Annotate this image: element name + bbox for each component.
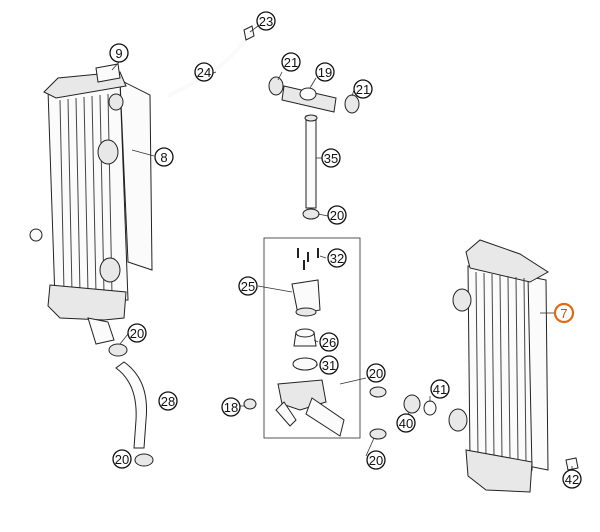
left-radiator-lower-port (99, 257, 121, 283)
callout-8: 8 (154, 147, 174, 167)
svg-text:41: 41 (433, 382, 447, 397)
callout-20-right-upper: 20 (366, 363, 386, 383)
clamp-right-upper (369, 386, 387, 398)
svg-text:20: 20 (130, 326, 144, 341)
right-radiator-bottom-tank (465, 449, 533, 493)
svg-text:20: 20 (369, 453, 383, 468)
svg-text:42: 42 (565, 472, 579, 487)
callout-23: 23 (256, 11, 276, 31)
callout-21-left: 21 (281, 52, 301, 72)
callout-24: 24 (194, 62, 214, 82)
callout-9: 9 (109, 43, 129, 63)
callout-26: 26 (319, 332, 339, 352)
clamp-pipe-bottom (302, 208, 320, 220)
pipe-35 (305, 115, 317, 209)
clamp-upper-left (108, 343, 128, 357)
right-radiator-upper-port (452, 288, 472, 312)
svg-text:8: 8 (160, 150, 167, 165)
svg-text:18: 18 (224, 400, 238, 415)
callout-7: 7 (553, 302, 575, 324)
left-radiator-filler-neck (95, 63, 121, 83)
svg-text:21: 21 (356, 82, 370, 97)
pipe-35-top (304, 114, 318, 122)
bushing-40 (403, 394, 421, 414)
svg-text:35: 35 (324, 151, 338, 166)
thermostat-cover-25 (291, 279, 321, 315)
housing-hose-a (275, 401, 297, 427)
bolt-42 (565, 457, 579, 471)
clamp-right-lower (369, 428, 387, 440)
left-radiator-bracket (119, 79, 153, 271)
hose-28 (115, 361, 148, 449)
svg-text:20: 20 (330, 208, 344, 223)
clamp-lower-left (134, 453, 154, 467)
callout-28: 28 (158, 391, 178, 411)
callout-18: 18 (221, 397, 241, 417)
callout-41: 41 (430, 379, 450, 399)
left-radiator (29, 63, 153, 345)
clamp-21-right (344, 94, 360, 114)
right-radiator-lower-port (448, 408, 468, 432)
svg-text:24: 24 (197, 65, 211, 80)
clamp-18 (243, 398, 257, 410)
callout-20-pipe: 20 (327, 205, 347, 225)
svg-text:23: 23 (259, 14, 273, 29)
right-radiator (448, 239, 549, 493)
screws-32 (297, 248, 319, 270)
svg-text:25: 25 (241, 279, 255, 294)
callout-20-right-lower: 20 (366, 450, 386, 470)
callout-25: 25 (238, 276, 258, 296)
svg-text:32: 32 (330, 251, 344, 266)
svg-text:31: 31 (322, 358, 336, 373)
callout-42: 42 (562, 469, 582, 489)
left-radiator-top-port (108, 93, 124, 111)
callout-20-left-lower: 20 (112, 449, 132, 469)
svg-text:21: 21 (284, 55, 298, 70)
washer-41 (423, 400, 437, 416)
thermostat-kit-box (263, 237, 361, 439)
callout-20-left-upper: 20 (127, 323, 147, 343)
thermostat-26-top (295, 328, 315, 338)
left-radiator-mount (29, 228, 43, 242)
svg-text:7: 7 (560, 306, 567, 321)
callout-40: 40 (396, 413, 416, 433)
right-radiator-top-tank (465, 239, 549, 283)
housing-hose-b (305, 397, 345, 437)
svg-text:9: 9 (115, 46, 122, 61)
oring-31 (292, 357, 318, 371)
callout-21-right: 21 (353, 79, 373, 99)
clamp-21-left (268, 76, 284, 96)
left-radiator-outlet (87, 317, 115, 345)
svg-text:20: 20 (369, 366, 383, 381)
svg-text:28: 28 (161, 394, 175, 409)
right-radiator-fins (475, 271, 527, 463)
callout-31: 31 (319, 355, 339, 375)
svg-text:40: 40 (399, 416, 413, 431)
callout-19: 19 (315, 62, 335, 82)
svg-text:26: 26 (322, 335, 336, 350)
tee-19-top (299, 87, 317, 101)
cover-flange (295, 307, 317, 317)
thermostat-tee-assembly (268, 76, 360, 114)
hose-24 (167, 36, 248, 98)
leader-lines (111, 25, 573, 470)
svg-text:19: 19 (318, 65, 332, 80)
svg-text:20: 20 (115, 452, 129, 467)
callout-32: 32 (327, 248, 347, 268)
callout-35: 35 (321, 148, 341, 168)
left-radiator-upper-port (97, 139, 119, 165)
left-radiator-bottom-tank (47, 284, 127, 321)
clip-23 (243, 25, 255, 41)
